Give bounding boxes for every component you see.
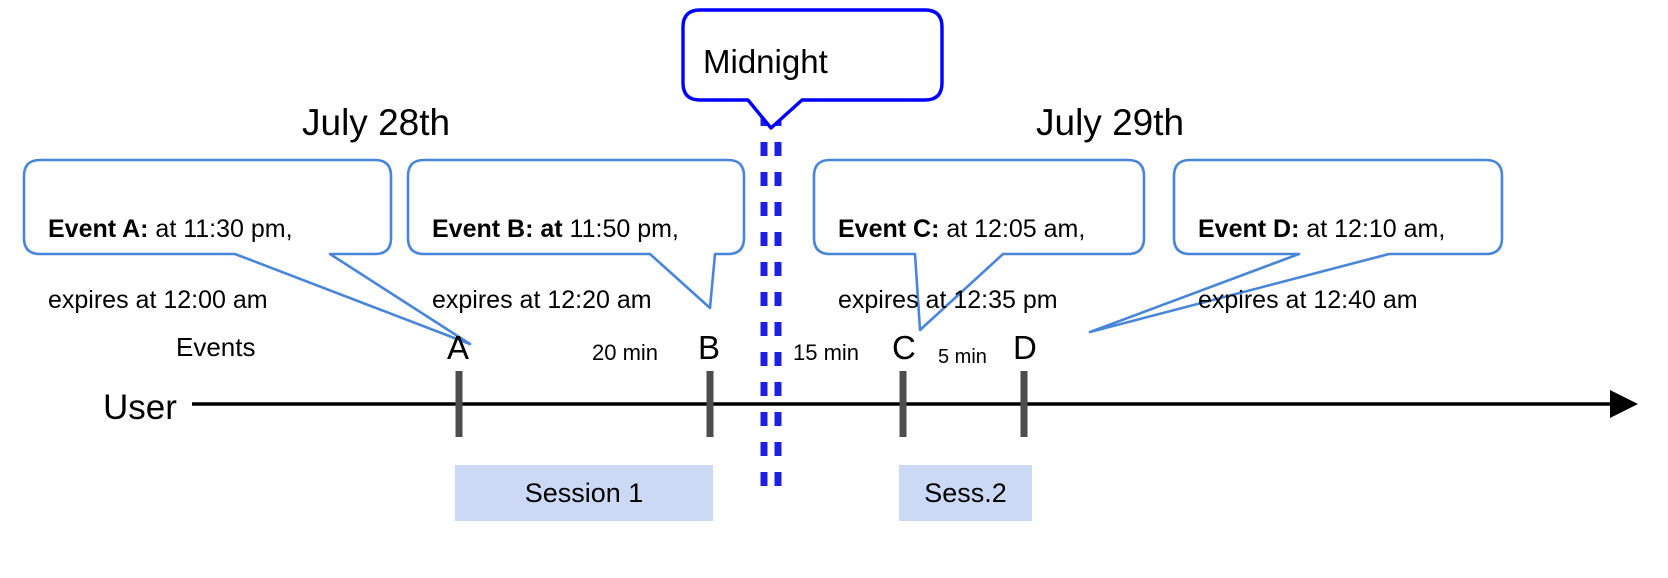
midnight-dashed-lines: [760, 112, 782, 502]
event-a-line2: expires at 12:00 am: [48, 285, 268, 314]
event-d-rest: at 12:10 am,: [1299, 214, 1446, 243]
event-a-callout-text: Event A: at 11:30 pm, expires at 12:00 a…: [48, 176, 293, 354]
timeline-arrowhead: [1610, 390, 1638, 418]
event-tick-marks: [455, 371, 1028, 437]
user-row-label: User: [103, 388, 177, 427]
date-label-july-28: July 28th: [302, 102, 451, 143]
event-b-line2: expires at 12:20 am: [432, 285, 652, 314]
timeline-axis: [192, 390, 1638, 418]
event-letter-c: C: [892, 329, 916, 366]
gap-label-c-to-d: 5 min: [938, 346, 987, 368]
session-box-1: Session 1: [455, 465, 713, 521]
event-c-rest: at 12:05 am,: [939, 214, 1086, 243]
event-d-callout-shape: [1088, 158, 1504, 334]
session-2-label: Sess.2: [924, 477, 1007, 508]
midnight-label: Midnight: [703, 43, 828, 80]
events-row-label: Events: [176, 332, 256, 362]
event-c-bold: Event C:: [838, 214, 940, 243]
gap-label-a-to-b: 20 min: [592, 340, 659, 365]
midnight-callout-shape: [681, 8, 944, 130]
event-a-rest: at 11:30 pm,: [148, 214, 293, 243]
event-d-bold: Event D:: [1198, 214, 1300, 243]
event-letter-a: A: [447, 329, 470, 366]
event-d-callout-text: Event D: at 12:10 am, expires at 12:40 a…: [1198, 176, 1445, 354]
event-d-line2: expires at 12:40 am: [1198, 285, 1418, 314]
event-c-callout-shape: [812, 158, 1146, 332]
event-c-line2: expires at 12:35 pm: [838, 285, 1058, 314]
event-b-rest: 11:50 pm,: [562, 214, 679, 243]
event-letter-d: D: [1013, 329, 1037, 366]
event-b-bold: Event B: at: [432, 214, 563, 243]
event-a-callout-shape: [22, 158, 472, 346]
date-label-july-29: July 29th: [1036, 102, 1185, 143]
session-1-label: Session 1: [524, 477, 644, 508]
gap-label-b-to-c: 15 min: [793, 340, 860, 365]
event-c-callout-text: Event C: at 12:05 am, expires at 12:35 p…: [838, 176, 1085, 354]
session-box-2: Sess.2: [899, 465, 1032, 521]
event-b-callout-text: Event B: at 11:50 pm, expires at 12:20 a…: [432, 176, 679, 354]
event-b-callout-shape: [406, 158, 746, 310]
event-letter-b: B: [698, 329, 721, 366]
event-a-bold: Event A:: [48, 214, 149, 243]
